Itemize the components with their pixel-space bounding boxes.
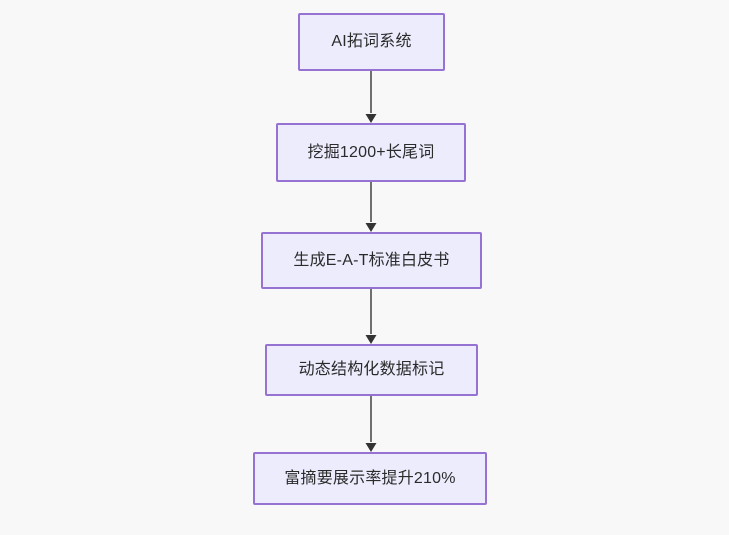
flowchart-node-dynamic-structured-data-markup[interactable]: 动态结构化数据标记 [265,344,478,396]
edge-n3-n4 [363,289,379,344]
edge-n2-n3 [363,182,379,232]
node-label: 动态结构化数据标记 [298,361,445,379]
node-label: 富摘要展示率提升210% [284,469,456,487]
flowchart-node-ai-keyword-system[interactable]: AI拓词系统 [298,13,445,71]
arrowhead-icon [365,443,377,452]
flowchart-node-generate-eat-whitepaper[interactable]: 生成E-A-T标准白皮书 [261,232,482,289]
arrowhead-icon [365,223,377,232]
edge-n4-n5 [363,396,379,452]
arrowhead-icon [365,335,377,344]
node-label: AI拓词系统 [331,33,412,51]
flowchart-node-rich-snippet-rate-increase[interactable]: 富摘要展示率提升210% [253,452,487,505]
node-label: 生成E-A-T标准白皮书 [293,251,450,269]
node-label: 挖掘1200+长尾词 [307,143,435,161]
arrowhead-icon [365,114,377,123]
flowchart-node-mine-longtail-keywords[interactable]: 挖掘1200+长尾词 [276,123,466,182]
edge-n1-n2 [363,71,379,123]
